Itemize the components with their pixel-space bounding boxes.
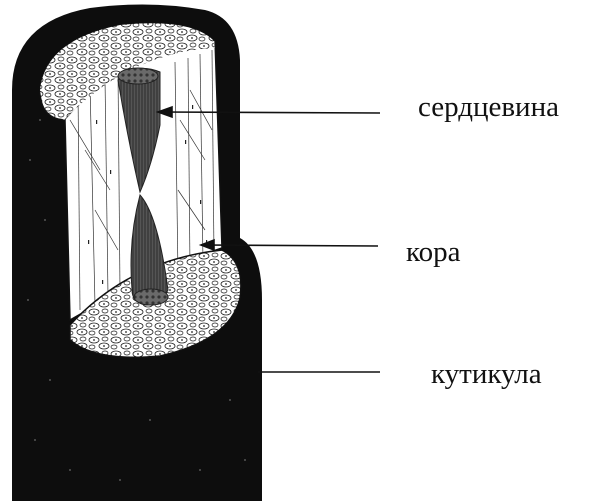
cuticle-label: кутикула: [431, 360, 542, 389]
medulla-leader-line: [160, 112, 380, 113]
cortex-label: кора: [406, 238, 461, 267]
medulla-top-cap: [118, 68, 158, 84]
medulla-label: сердцевина: [418, 93, 559, 122]
cortex-leader-line: [203, 245, 378, 246]
medulla-bottom-cap: [134, 289, 168, 305]
